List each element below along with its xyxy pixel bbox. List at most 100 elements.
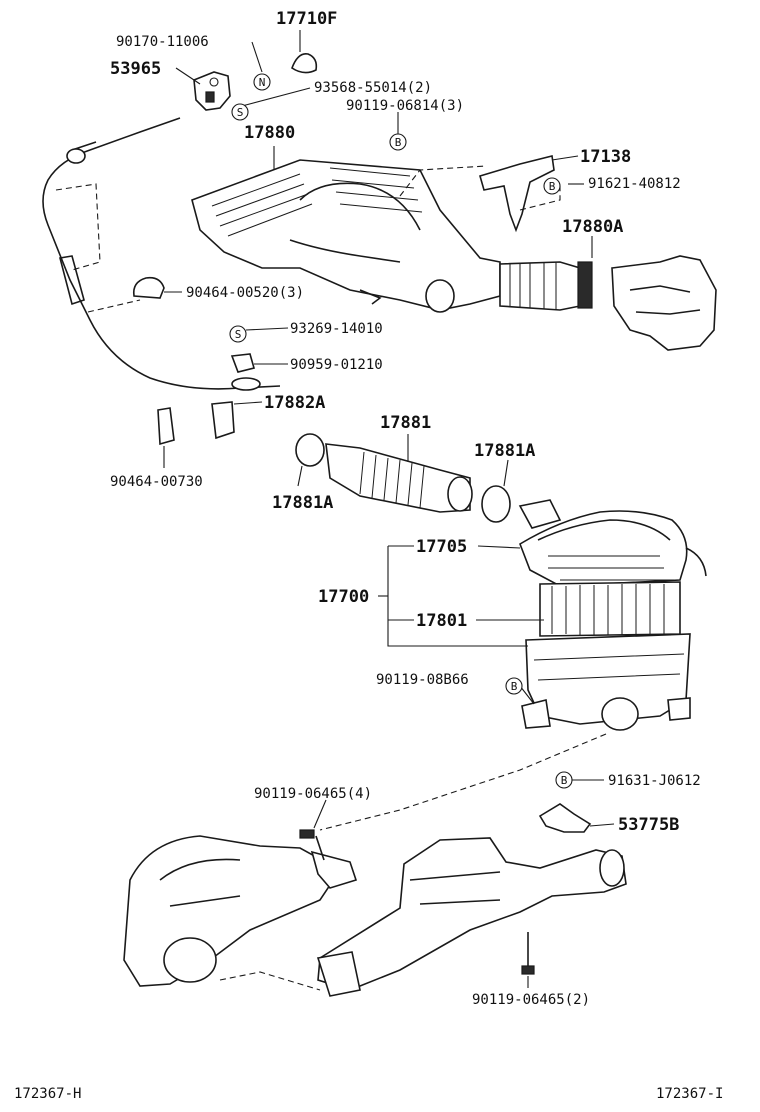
- clamp-17881A-right: [481, 485, 511, 523]
- bolt-head-4: [299, 829, 315, 839]
- bolt-90119-06465-4: [315, 835, 325, 861]
- label-91631-J0612: 91631-J0612: [608, 773, 701, 789]
- filter-pleats: [551, 584, 665, 635]
- bracket-53965: [193, 71, 231, 111]
- label-90119-08B66: 90119-08B66: [376, 672, 469, 688]
- label-90464-00730: 90464-00730: [110, 474, 203, 490]
- leader-17705: [477, 545, 521, 549]
- duct-seam: [289, 239, 401, 263]
- label-93568-55014: 93568-55014(2): [314, 80, 432, 96]
- lower-duct-left-flange: [310, 850, 358, 889]
- leader-17881A-left: [297, 465, 303, 487]
- duct-ribs-left: [211, 173, 313, 237]
- marker-b-2: B: [543, 177, 561, 195]
- label-17881A-left: 17881A: [272, 493, 333, 513]
- lid-inlet: [518, 499, 562, 529]
- lower-duct-right-detail: [409, 871, 501, 905]
- lower-duct-right-port: [316, 951, 361, 997]
- marker-s-1: S: [231, 103, 249, 121]
- label-53775B: 53775B: [618, 815, 679, 835]
- lower-duct-left-port: [163, 937, 217, 983]
- throttle-cable: [42, 117, 281, 390]
- duct-arch: [299, 182, 421, 231]
- leader-17881A-right: [503, 459, 509, 487]
- hose-ribs: [509, 262, 557, 310]
- bracket-17138: [479, 155, 555, 233]
- label-90119-06465-4: 90119-06465(4): [254, 786, 372, 802]
- label-90119-06465-2: 90119-06465(2): [472, 992, 590, 1008]
- lower-duct-left: [123, 835, 342, 987]
- label-17705: 17705: [416, 537, 467, 557]
- clamp-17882A: [211, 401, 235, 440]
- label-90959-01210: 90959-01210: [290, 357, 383, 373]
- marker-b-1: B: [389, 133, 407, 151]
- cable-grommet: [66, 148, 86, 164]
- label-91621-40812: 91621-40812: [588, 176, 681, 192]
- case-foot-right: [667, 697, 691, 721]
- lid-wire: [685, 547, 707, 577]
- marker-b-4: B: [555, 771, 573, 789]
- bracket-hole: [209, 77, 219, 87]
- label-17710F: 17710F: [276, 9, 337, 29]
- label-17801: 17801: [416, 611, 467, 631]
- label-17881A-right: 17881A: [474, 441, 535, 461]
- intake-duct-17880: [191, 159, 501, 311]
- lid-ribs: [548, 555, 674, 581]
- bracket-dash2: [519, 186, 561, 211]
- label-17700: 17700: [318, 587, 369, 607]
- label-90119-06814: 90119-06814(3): [346, 98, 464, 114]
- marker-s-text: S: [237, 106, 244, 119]
- bracket-tab: [205, 91, 215, 103]
- hose-17881-end: [447, 476, 473, 512]
- label-53965: 53965: [110, 59, 161, 79]
- label-93269-14010: 93269-14010: [290, 321, 383, 337]
- marker-n-text: N: [259, 76, 266, 89]
- bracket-53775B: [538, 803, 592, 833]
- marker-s-2: S: [229, 325, 247, 343]
- filter-element-17801: [539, 581, 681, 637]
- bracket-dash: [399, 165, 487, 197]
- marker-b-text: B: [549, 180, 556, 193]
- leader-90170: [251, 41, 263, 73]
- duct-outlet: [425, 279, 455, 313]
- leader-93568: [241, 87, 311, 107]
- marker-s-text: S: [235, 328, 242, 341]
- hose-17880A: [499, 261, 581, 311]
- marker-n: N: [253, 73, 271, 91]
- cable-dash-ref2: [87, 299, 141, 313]
- clip-90464-00520: [132, 276, 165, 299]
- cap-17710F: [291, 52, 318, 74]
- leader-90119-06465-4: [313, 799, 327, 829]
- marker-b-text: B: [395, 136, 402, 149]
- bolt-head-2: [521, 965, 535, 975]
- lower-duct-right-end: [599, 849, 625, 887]
- leader-93269: [245, 327, 289, 331]
- case-foot-left: [521, 699, 551, 729]
- throttle-body-outline: [611, 255, 717, 351]
- footer-code-left: 172367-H: [14, 1086, 81, 1102]
- marker-b-text: B: [511, 680, 518, 693]
- duct-tab: [359, 289, 382, 305]
- cable-sleeve: [59, 255, 85, 306]
- cable-dash-ref: [55, 183, 101, 271]
- leader-17138: [551, 155, 579, 161]
- case-outlet: [601, 697, 639, 731]
- marker-b-text: B: [561, 774, 568, 787]
- lower-duct-right: [317, 837, 627, 991]
- leader-53965: [175, 67, 201, 85]
- throttle-body-detail: [629, 285, 701, 315]
- label-17881: 17881: [380, 413, 431, 433]
- hose-clamp: [577, 261, 593, 309]
- leader-17882A: [233, 401, 263, 405]
- leader-90119-08B66: [519, 685, 535, 705]
- case-ribs: [533, 653, 685, 681]
- label-17138: 17138: [580, 147, 631, 167]
- clamp-left: [157, 407, 175, 446]
- hose-17881-ribs: [359, 451, 425, 509]
- group-bracket: [387, 546, 528, 647]
- lid-rim: [537, 519, 671, 541]
- label-17880A: 17880A: [562, 217, 623, 237]
- lower-duct-left-detail: [159, 858, 241, 907]
